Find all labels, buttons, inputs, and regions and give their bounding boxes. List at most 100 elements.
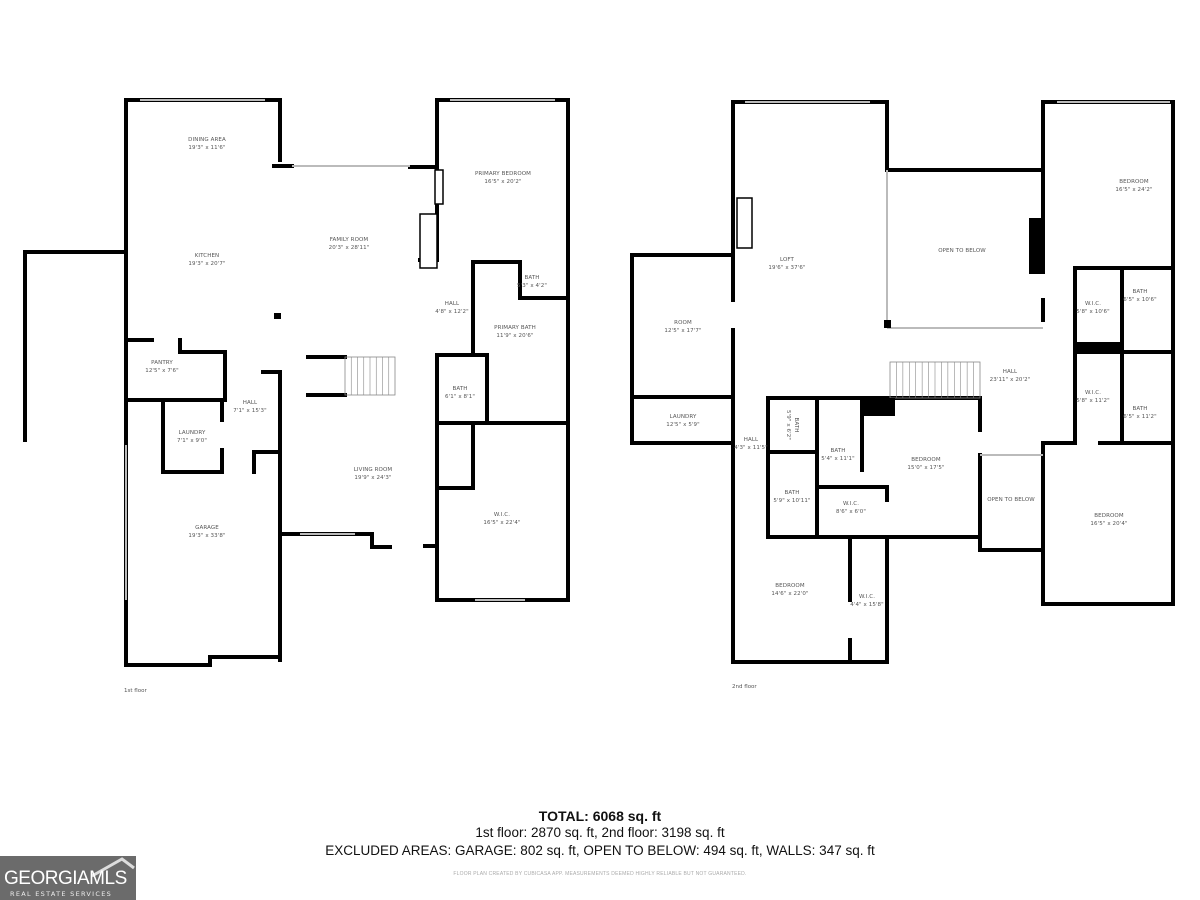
room-dimensions: 16'5" x 20'2": [484, 179, 522, 185]
room-label: LOFT 19'6" x 37'6": [768, 256, 805, 272]
room-label: BATH 5'3" x 4'2": [517, 274, 547, 290]
column: [274, 313, 281, 319]
room-name: W.I.C.: [1084, 301, 1102, 307]
room-name: HALL: [743, 437, 759, 443]
room-name: BEDROOM: [775, 583, 805, 589]
room-label: W.I.C.5'8" x 10'6": [1076, 300, 1110, 316]
floor2-label: 2nd floor: [732, 684, 757, 690]
roof-icon: [91, 857, 135, 878]
room-label: PRIMARY BEDROOM 16'5" x 20'2": [475, 170, 531, 186]
room-label: OPEN TO BELOW: [987, 496, 1035, 504]
column: [1029, 218, 1043, 274]
room-dimensions: 12'5" x 7'6": [145, 368, 179, 374]
disclaimer: Floor plan created by CubiCasa App. Meas…: [453, 871, 747, 877]
room-dimensions: 19'9" x 24'3": [354, 475, 392, 481]
room-dimensions: 4'3" x 11'5": [734, 445, 768, 451]
room-name: ROOM: [674, 320, 692, 326]
room-name: HALL: [444, 301, 460, 307]
room-dimensions: 8'6" x 6'0": [836, 509, 866, 515]
room-dimensions: 5'3" x 4'2": [517, 283, 547, 289]
room-name: FAMILY ROOM: [329, 237, 369, 243]
room-label: BATH 6'5" x 11'2": [1123, 405, 1157, 421]
stairs: [344, 356, 981, 399]
logo-text: GEORGIAMLS: [4, 868, 127, 889]
total-area: TOTAL: 6068 sq. ft: [538, 808, 662, 824]
room-dimensions: 4'4" x 15'8": [850, 602, 884, 608]
room-label: HALL 7'1" x 15'3": [233, 399, 267, 415]
room-dimensions: 11'9" x 20'6": [496, 333, 534, 339]
room-name: BEDROOM: [1119, 179, 1149, 185]
room-name: LOFT: [779, 257, 795, 263]
room-name: PANTRY: [151, 360, 173, 366]
room-dimensions: 7'1" x 9'0": [177, 438, 207, 444]
room-label: W.I.C.16'5" x 22'4": [483, 511, 520, 527]
columns: [274, 169, 1122, 416]
room-label: HALL 4'3" x 11'5": [734, 436, 768, 452]
room-dimensions: 16'5" x 24'2": [1115, 187, 1153, 193]
room-name: LIVING ROOM: [353, 467, 393, 473]
floor-areas: 1st floor: 2870 sq. ft, 2nd floor: 3198 …: [475, 825, 725, 840]
room-dimensions: 6'5" x 10'6": [1123, 297, 1157, 303]
room-name: W.I.C.: [1084, 390, 1102, 396]
room-name: OPEN TO BELOW: [987, 497, 1035, 503]
room-label: FAMILY ROOM 20'3" x 28'11": [329, 236, 370, 252]
room-name: OPEN TO BELOW: [938, 248, 986, 254]
room-dimensions: 19'3" x 20'7": [188, 261, 226, 267]
room-dimensions: 19'6" x 37'6": [768, 265, 806, 271]
room-dimensions: 19'3" x 11'6": [188, 145, 226, 151]
room-dimensions: 12'5" x 5'9": [666, 422, 700, 428]
room-label: LIVING ROOM 19'9" x 24'3": [354, 466, 393, 482]
room-label: ROOM 12'5" x 17'7": [664, 319, 701, 335]
room-dimensions: 6'1" x 8'1": [445, 394, 475, 400]
room-name: LAUNDRY: [669, 414, 697, 420]
logo-subtext: REAL ESTATE SERVICES: [10, 890, 113, 898]
room-dimensions: 16'5" x 22'4": [483, 520, 521, 526]
room-name: HALL: [242, 400, 258, 406]
room-name: W.I.C.: [842, 501, 860, 507]
room-label: BATH 6'5" x 10'6": [1123, 288, 1157, 304]
floor-plan-drawing: [23, 98, 1175, 667]
room-name: BATH: [784, 490, 800, 496]
room-dimensions: 20'3" x 28'11": [328, 245, 370, 251]
room-label: PANTRY 12'5" x 7'6": [145, 359, 179, 375]
room-dimensions: 7'1" x 15'3": [233, 408, 267, 414]
room-name: BATH: [452, 386, 468, 392]
room-name: BATH: [524, 275, 540, 281]
openings-and-windows: [125, 99, 1170, 601]
room-label: W.I.C. 4'4" x 15'8": [850, 593, 884, 609]
room-dimensions: 5'9" x 6'2": [785, 410, 791, 440]
room-label: BATH 6'1" x 8'1": [445, 385, 475, 401]
excluded-areas: EXCLUDED AREAS: GARAGE: 802 sq. ft, OPEN…: [325, 843, 875, 858]
room-dimensions: 4'8" x 12'2": [435, 309, 469, 315]
room-dimensions: 14'6" x 22'0": [771, 591, 809, 597]
fireplace: [419, 213, 438, 269]
room-dimensions: 15'0" x 17'5": [907, 465, 945, 471]
room-label: W.I.C. 5'8" x 11'2": [1076, 389, 1110, 405]
fireplace: [434, 169, 444, 205]
floor1-label: 1st floor: [124, 688, 147, 694]
room-dimensions: 5'4" x 11'1": [821, 456, 855, 462]
room-dimensions: 6'5" x 11'2": [1123, 414, 1157, 420]
room-name: W.I.C.: [858, 594, 876, 600]
column: [862, 398, 895, 416]
room-name: BATH: [1132, 289, 1148, 295]
room-label: HALL 4'8" x 12'2": [435, 300, 469, 316]
room-name: BEDROOM: [1094, 513, 1124, 519]
room-name: HALL: [1002, 369, 1018, 375]
room-name: GARAGE: [195, 525, 219, 531]
room-label: LAUNDRY 12'5" x 5'9": [666, 413, 700, 429]
column: [884, 320, 891, 328]
room-name: BATH: [793, 417, 799, 433]
room-dimensions: 23'11" x 20'2": [989, 377, 1031, 383]
room-name: PRIMARY BEDROOM: [474, 171, 532, 177]
room-label: BEDROOM 16'5" x 24'2": [1115, 178, 1152, 194]
room-dimensions: 12'5" x 17'7": [664, 328, 702, 334]
room-dimensions: 5'8" x 11'2": [1076, 398, 1110, 404]
room-name: BATH: [1132, 406, 1148, 412]
